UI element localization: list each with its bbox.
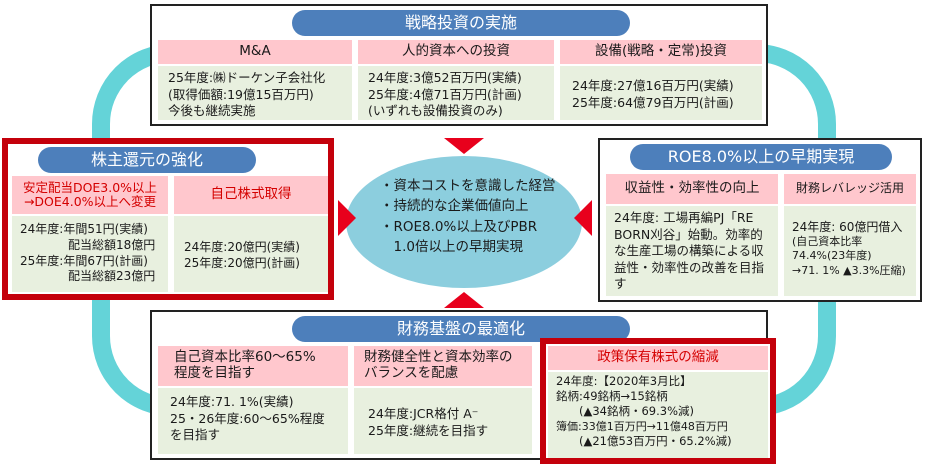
equity-ratio-header: 自己資本比率60～65% 程度を目指す [158, 346, 348, 386]
roe-panel: ROE8.0%以上の早期実現 収益性・効率性の向上 24年度: 工場再編PJ「R… [598, 138, 922, 302]
balance-header: 財務健全性と資本効率の バランスを配慮 [354, 346, 532, 386]
buyback-body: 24年度:20億円(実績) 25年度:20億円(計画) [174, 216, 328, 292]
financial-base-panel: 財務基盤の最適化 自己資本比率60～65% 程度を目指す 24年度:71. 1%… [150, 310, 768, 460]
panel-title: ROE8.0%以上の早期実現 [630, 144, 892, 170]
ma-header: M&A [158, 40, 352, 64]
human-capital-body: 24年度:3億52百万円(実績) 25年度:4億71百万円(計画) (いずれも設… [358, 66, 554, 120]
dividend-header: 安定配当DOE3.0%以上 →DOE4.0%以上へ変更 [12, 176, 168, 214]
human-capital-header: 人的資本への投資 [358, 40, 554, 64]
leverage-header: 財務レバレッジ活用 [784, 174, 916, 204]
arrow-up-icon [444, 292, 484, 308]
panel-title: 戦略投資の実施 [292, 10, 630, 36]
strategic-investment-panel: 戦略投資の実施 M&A 25年度:㈱ドーケン子会社化 (取得価額:19億15百万… [150, 4, 768, 126]
balance-body: 24年度:JCR格付 A⁻ 25年度:継続を目指す [354, 388, 532, 454]
ma-body: 25年度:㈱ドーケン子会社化 (取得価額:19億15百万円) 今後も継続実施 [158, 66, 352, 120]
cross-shareholding-panel: 政策保有株式の縮減 24年度:【2020年3月比】 銘柄:49銘柄→15銘柄 (… [540, 338, 776, 464]
capex-header: 設備(戦略・定常)投資 [560, 40, 762, 64]
cross-shareholding-body: 24年度:【2020年3月比】 銘柄:49銘柄→15銘柄 (▲34銘柄・69.3… [548, 372, 768, 458]
core-policy-text: ・資本コストを意識した経営 ・持続的な企業価値向上 ・ROE8.0%以上及びPB… [380, 178, 556, 255]
equity-ratio-body: 24年度:71. 1%(実績) 25・26年度:60～65%程度 を目指す [158, 388, 348, 454]
shareholder-return-panel: 株主還元の強化 安定配当DOE3.0%以上 →DOE4.0%以上へ変更 24年度… [2, 138, 334, 300]
arrow-down-icon [444, 138, 484, 154]
buyback-header: 自己株式取得 [174, 176, 328, 214]
cross-shareholding-header: 政策保有株式の縮減 [548, 346, 768, 370]
panel-title: 財務基盤の最適化 [292, 316, 630, 342]
panel-title: 株主還元の強化 [38, 147, 256, 173]
profitability-header: 収益性・効率性の向上 [606, 174, 778, 204]
leverage-body: 24年度: 60億円借入 (自己資本比率 74.4%(23年度) →71. 1%… [784, 206, 916, 296]
dividend-body: 24年度:年間51円(実績) 配当総額18億円 25年度:年間67円(計画) 配… [12, 216, 168, 292]
capex-body: 24年度:27億16百万円(実績) 25年度:64億79百万円(計画) [560, 66, 762, 120]
core-policy-ellipse [346, 156, 582, 288]
profitability-body: 24年度: 工場再編PJ「RE BORN刈谷」始動。効率的 な生産工場の構築によ… [606, 206, 778, 296]
arrow-right-icon [338, 200, 356, 236]
arrow-left-icon [574, 200, 592, 236]
